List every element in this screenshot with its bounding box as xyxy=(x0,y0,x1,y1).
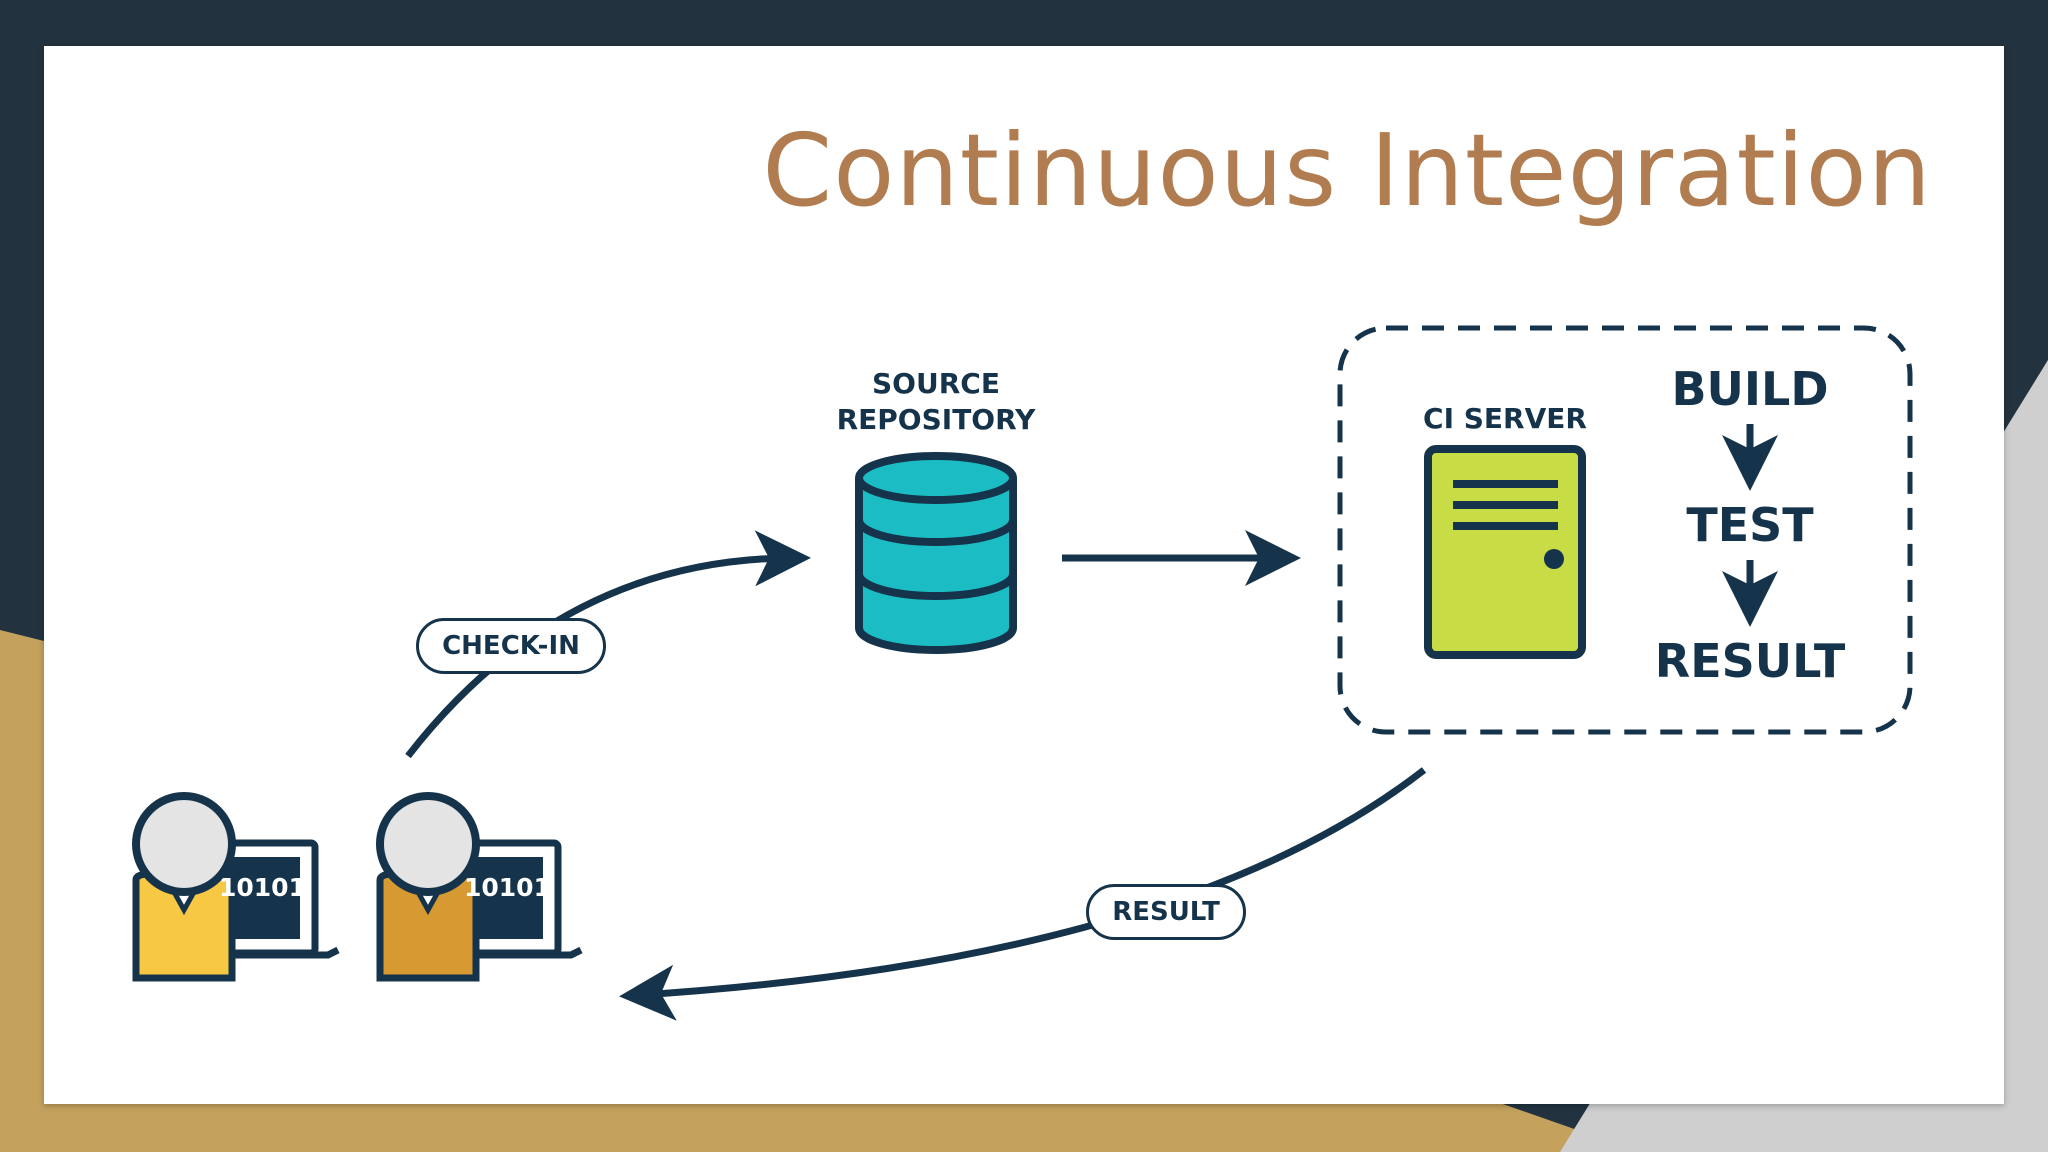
check-in-arrow xyxy=(405,530,811,759)
developer-1-code: 10101 xyxy=(219,873,306,902)
ci-server-boundary xyxy=(1337,325,1913,735)
developer-1-icon: 10101 xyxy=(132,792,340,982)
slide-title: Continuous Integration xyxy=(762,112,1932,229)
source-repository-label-line2: REPOSITORY xyxy=(836,403,1036,436)
slide-panel xyxy=(44,46,2004,1104)
check-in-pill: CHECK-IN xyxy=(416,618,606,674)
result-arrow xyxy=(619,767,1427,1021)
test-label: TEST xyxy=(1686,498,1814,552)
developer-2-icon: 10101 xyxy=(376,792,583,982)
developer-2-code: 10101 xyxy=(464,873,551,902)
source-repository-label: SOURCE REPOSITORY xyxy=(836,366,1036,438)
database-icon xyxy=(855,452,1017,654)
server-icon xyxy=(1424,445,1586,659)
ci-server-label: CI SERVER xyxy=(1423,402,1587,435)
result-pill: RESULT xyxy=(1086,884,1246,940)
source-repository-label-line1: SOURCE xyxy=(872,367,1000,400)
build-label: BUILD xyxy=(1671,362,1829,416)
result-label: RESULT xyxy=(1654,634,1846,688)
